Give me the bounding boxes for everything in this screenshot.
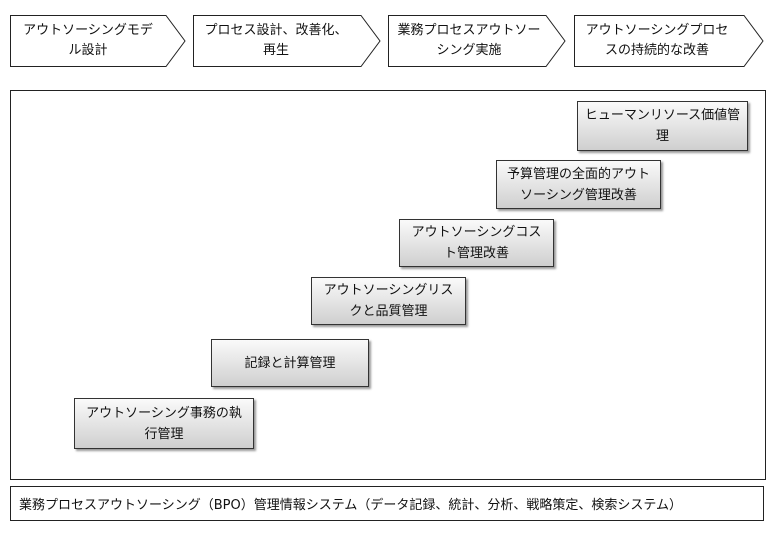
step-box-3: アウトソーシングリスクと品質管理 [311, 277, 466, 325]
phase-chevron-2: プロセス設計、改善化、再生 [193, 15, 381, 67]
phase-chevron-1: アウトソーシングモデル設計 [10, 15, 186, 67]
step-box-5: 予算管理の全面的アウトソーシング管理改善 [496, 160, 661, 209]
phase-label: プロセス設計、改善化、再生 [204, 23, 348, 58]
bpo-system-label: 業務プロセスアウトソーシング（BPO）管理情報システム（データ記録、統計、分析、… [19, 498, 682, 513]
step-box-4: アウトソーシングコスト管理改善 [399, 219, 554, 267]
phase-label: 業務プロセスアウトソーシング実施 [397, 23, 541, 58]
phase-label: アウトソーシングプロセスの持続的な改善 [585, 23, 729, 58]
bpo-system-bar: 業務プロセスアウトソーシング（BPO）管理情報システム（データ記録、統計、分析、… [10, 486, 764, 521]
management-steps-frame [10, 90, 766, 480]
step-box-2: 記録と計算管理 [211, 339, 369, 387]
phase-chevron-4: アウトソーシングプロセスの持続的な改善 [574, 15, 764, 67]
phase-chevron-3: 業務プロセスアウトソーシング実施 [388, 15, 566, 67]
phase-label: アウトソーシングモデル設計 [23, 23, 153, 58]
chevron-shape [193, 15, 381, 67]
chevron-shape [388, 15, 566, 67]
chevron-shape [10, 15, 186, 67]
step-box-1: アウトソーシング事務の執行管理 [74, 398, 254, 449]
chevron-shape [574, 15, 764, 67]
step-box-6: ヒューマンリソース価値管理 [577, 101, 748, 151]
